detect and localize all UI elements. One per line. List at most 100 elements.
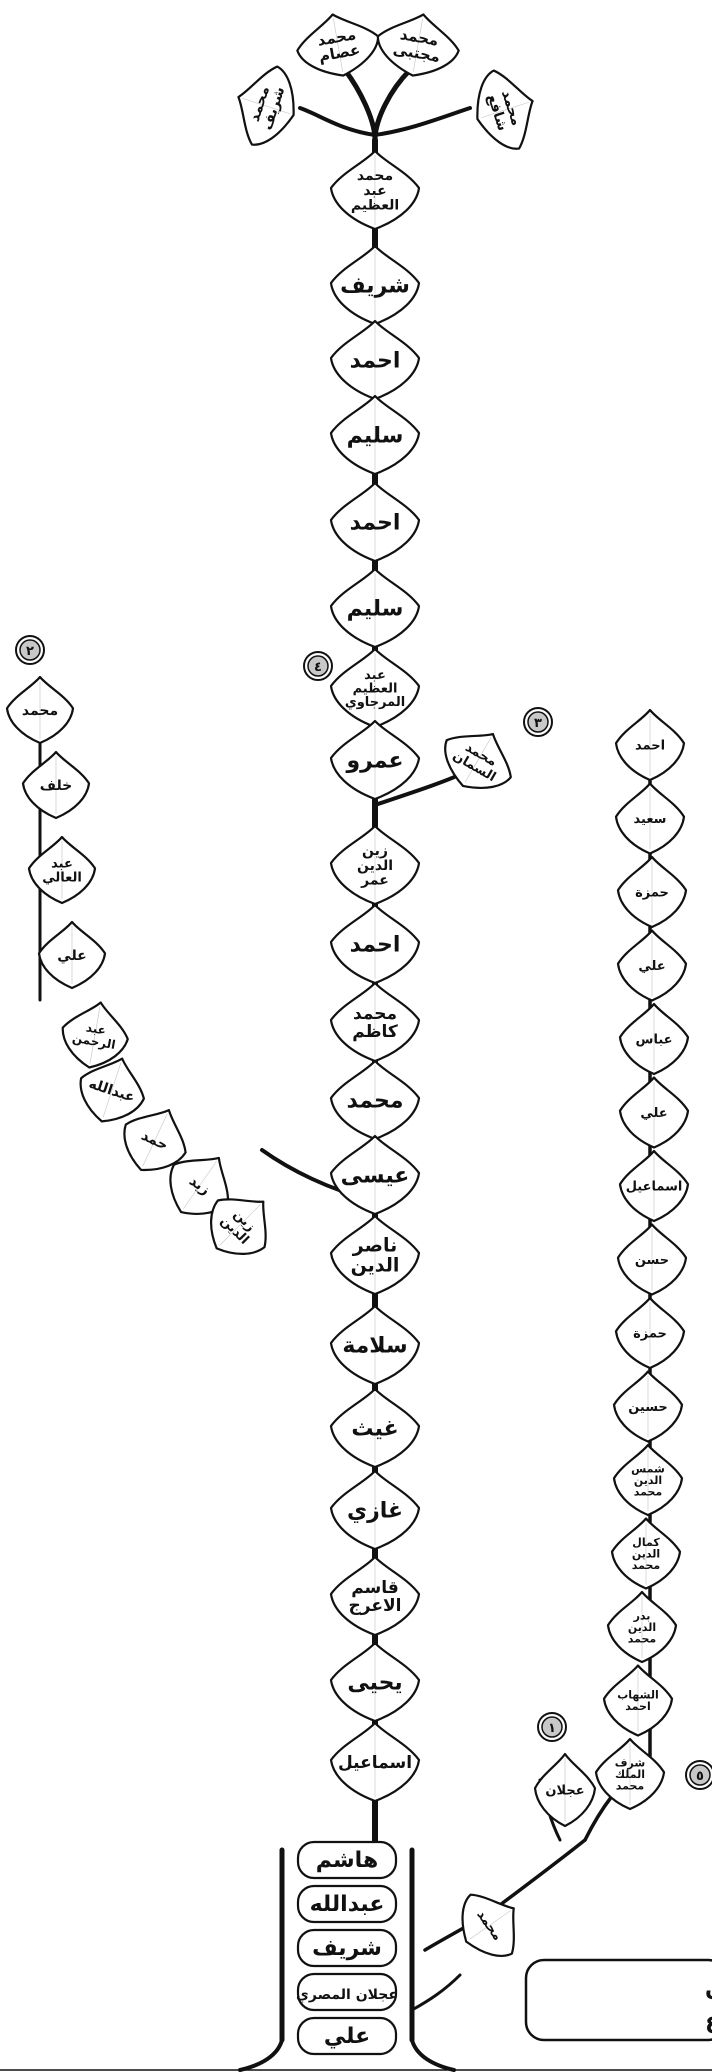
- badge-3: ٣: [524, 708, 552, 736]
- trunk-name-box: عجلان المصري: [296, 1974, 398, 2010]
- trunk-name: عبدالله: [310, 1892, 385, 1917]
- leaf-label: حمزة: [633, 1327, 667, 1342]
- leaf-label: علي: [57, 948, 86, 964]
- leaf-left-branch: علي: [39, 922, 105, 988]
- leaf-label: زينالدينعمر: [357, 843, 393, 888]
- leaf-right-column: حمزة: [616, 1298, 684, 1368]
- badge-number: ٢: [26, 644, 34, 659]
- leaf-top: محمدشافع: [465, 62, 546, 158]
- leaf-label: محمد: [347, 1089, 404, 1114]
- leaf-top: محمدعصام: [292, 7, 384, 82]
- leaf-label: قاسمالاعرج: [349, 1578, 402, 1616]
- right-stem-join-2: [500, 1840, 585, 1905]
- leaf-label: غازي: [347, 1499, 403, 1524]
- leaf-right-column: سعيد: [616, 784, 684, 854]
- bottom-box-line1: ابن علي بن: [705, 1975, 712, 2000]
- bottom-name-box: ابن علي بن حسن الشجاع: [526, 1960, 712, 2040]
- leaf-label: سلامة: [342, 1334, 407, 1359]
- trunk-name-box: هاشم: [298, 1842, 396, 1878]
- badge-4: ٤: [304, 652, 332, 680]
- leaf-top: محمدمجتبى: [372, 7, 464, 82]
- top-branch-left: [300, 108, 375, 135]
- trunk-name: عجلان المصري: [296, 1987, 398, 2004]
- leaf-label: احمد: [635, 739, 665, 754]
- leaf-main: يحيى: [331, 1643, 419, 1721]
- leaf-label: غيث: [351, 1417, 398, 1442]
- leaf-right-column: علي: [618, 931, 686, 1001]
- leaf-label: عمرو: [345, 749, 403, 774]
- trunk-name-box: شريف: [298, 1930, 396, 1966]
- base-root-right: [412, 2040, 454, 2070]
- leaf-label: خلف: [40, 778, 72, 794]
- leaf-main: محمد: [331, 1061, 419, 1139]
- leaf-main: احمد: [331, 483, 419, 561]
- bottom-box-line2: حسن الشجاع: [705, 2009, 712, 2034]
- leaf-main: عمرو: [331, 721, 419, 799]
- leaf-label: احمد: [350, 933, 401, 958]
- leaf-main: احمد: [331, 905, 419, 983]
- leaf-right-column: اسماعيل: [620, 1151, 688, 1221]
- trunk-name-box: علي: [298, 2018, 396, 2054]
- leaf-main: زينالدينعمر: [331, 826, 419, 904]
- leaf-main: عيسى: [331, 1136, 419, 1214]
- leaf-main: سليم: [331, 569, 419, 647]
- leaf-label: علي: [638, 959, 665, 974]
- base-root-left: [240, 2040, 282, 2070]
- badge-number: ٣: [534, 716, 542, 731]
- bottom-box-shape: [526, 1960, 712, 2040]
- leaf-label: عيسى: [341, 1164, 410, 1189]
- leaf-main: غازي: [331, 1471, 419, 1549]
- badge-number: ٤: [314, 660, 322, 675]
- badge-number: ٥: [696, 1769, 704, 1784]
- leaf-label: حسين: [628, 1400, 668, 1415]
- leaf-label: سليم: [347, 597, 404, 622]
- leaf-label: علي: [640, 1106, 667, 1121]
- leaf-samman: محمدالسمان: [431, 716, 525, 805]
- leaf-label: احمد: [350, 511, 401, 536]
- leaf-right-column: احمد: [616, 710, 684, 780]
- leaf-label: سليم: [347, 424, 404, 449]
- leaf-label: حسن: [635, 1253, 669, 1268]
- leaf-main: محمدكاظم: [331, 983, 419, 1061]
- leaf-label: ناصرالدين: [351, 1235, 400, 1277]
- leaf-main: اسماعيل: [331, 1723, 419, 1801]
- leaf-label: احمد: [350, 349, 401, 374]
- leaf-main: احمد: [331, 321, 419, 399]
- leaf-mohammed: محمد: [446, 1879, 535, 1971]
- leaf-label: اسماعيل: [626, 1180, 683, 1195]
- badge-5: ٥: [686, 1761, 712, 1789]
- leaf-label: سعيد: [634, 812, 667, 827]
- badge-2: ٢: [16, 636, 44, 664]
- leaf-label: اسماعيل: [338, 1753, 412, 1773]
- trunk-name-box: عبدالله: [298, 1886, 396, 1922]
- leaf-right-column: علي: [620, 1078, 688, 1148]
- leaf-left-branch: محمد: [7, 677, 73, 743]
- leaf-label: حمزة: [635, 886, 669, 901]
- leaf-main: سلامة: [331, 1306, 419, 1384]
- leaf-label: كمالالدينمحمد: [632, 1536, 661, 1572]
- leaf-label: شمسالدينمحمد: [631, 1462, 665, 1498]
- badge-number: ١: [548, 1721, 556, 1736]
- leaf-right-column: حمزة: [618, 857, 686, 927]
- leaf-label: محمد: [22, 703, 58, 719]
- badge-1: ١: [538, 1713, 566, 1741]
- leaf-main: غيث: [331, 1389, 419, 1467]
- leaf-label: محمدعصام: [315, 25, 362, 65]
- leaf-right-column: شرفالملكمحمد: [596, 1739, 664, 1809]
- leaf-label: شريف: [340, 274, 410, 299]
- leaf-right-column: حسين: [614, 1372, 682, 1442]
- leaf-label: عباس: [635, 1033, 672, 1048]
- trunk-name: علي: [324, 2024, 370, 2049]
- leaf-left-branch: خلف: [23, 752, 89, 818]
- trunk-name: شريف: [312, 1936, 382, 1961]
- leaf-right-column: شمسالدينمحمد: [614, 1445, 682, 1515]
- leaf-right-column: حسن: [618, 1225, 686, 1295]
- leaf-label: يحيى: [347, 1671, 402, 1696]
